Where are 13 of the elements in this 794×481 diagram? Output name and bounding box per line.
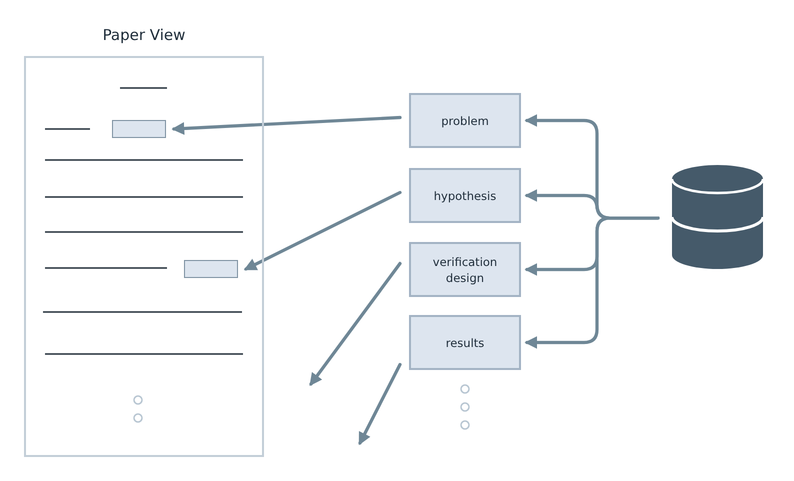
process-box: problem — [409, 93, 521, 148]
database-cylinder — [672, 165, 763, 269]
arrow — [524, 216, 660, 349]
process-box: hypothesis — [409, 168, 521, 223]
arrow — [309, 262, 402, 386]
placeholder-box — [184, 260, 238, 278]
page-title: Paper View — [102, 26, 186, 44]
process-box: results — [409, 315, 521, 370]
arrow — [244, 190, 402, 271]
arrow — [358, 362, 402, 446]
process-box: verification design — [409, 242, 521, 297]
arrow — [171, 116, 402, 135]
placeholder-box — [112, 120, 166, 138]
